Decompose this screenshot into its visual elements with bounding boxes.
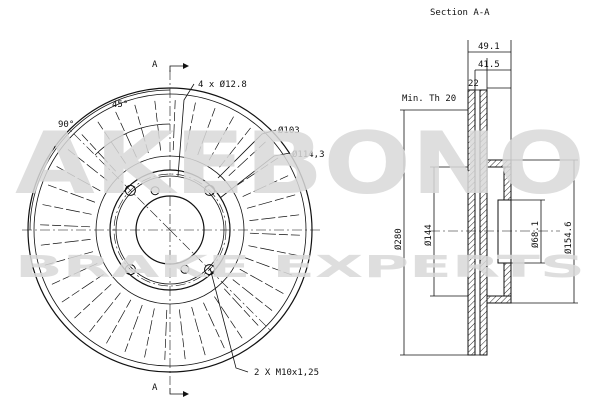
cooling-vane <box>248 245 298 256</box>
front-view: 4 x Ø12.8 90° 45° Ø103 Ø114,3 2 X M10x1,… <box>22 60 325 397</box>
cooling-vane <box>89 292 121 333</box>
outer-friction-face <box>479 89 488 356</box>
cooling-vane <box>219 127 251 168</box>
watermark-tagline: BRAKE EXPERTS <box>15 250 585 285</box>
cooling-vane <box>246 194 296 209</box>
cooling-vane <box>47 184 96 203</box>
cooling-vane <box>40 224 91 228</box>
section-mark-bottom <box>169 388 186 395</box>
cooling-vane <box>115 111 137 158</box>
dia-280-label: Ø280 <box>393 228 404 250</box>
section-mark-top <box>169 65 186 72</box>
brand-watermark: AKEBONO BRAKE EXPERTS <box>15 114 585 285</box>
cooling-vane <box>249 232 300 236</box>
dia-114-leader <box>219 152 291 199</box>
cooling-vane <box>178 309 186 360</box>
cooling-vane <box>67 149 108 181</box>
cooling-vane <box>51 263 98 285</box>
threaded-hole <box>150 186 160 196</box>
section-arrow-top <box>183 63 189 69</box>
thread-leader <box>209 267 249 373</box>
cooling-vane <box>228 141 266 176</box>
cooling-vane <box>172 100 176 151</box>
section-marker-bottom: A <box>152 383 158 393</box>
cooling-vane <box>42 204 92 215</box>
bolt-hole <box>124 264 136 276</box>
cooling-vane <box>124 304 143 353</box>
cooling-vane <box>74 284 112 319</box>
cooling-vane <box>164 309 168 360</box>
cooling-vane <box>242 175 289 197</box>
cooling-vane <box>134 104 149 154</box>
dia-68-label: Ø68.1 <box>530 221 541 248</box>
cooling-vane <box>249 214 300 222</box>
cooling-vane <box>40 238 91 246</box>
dia-103-label: Ø103 <box>278 125 300 136</box>
dia-103-leader <box>217 129 277 179</box>
cooling-vane <box>44 251 94 266</box>
cooling-vane <box>232 279 273 311</box>
cooling-vane <box>61 274 104 303</box>
cooling-vane <box>154 100 162 151</box>
bolt-holes <box>124 184 216 276</box>
cooling-vane <box>185 102 196 152</box>
cooling-vane <box>197 107 216 156</box>
inner-friction-face <box>467 89 476 356</box>
cooling-vane <box>97 121 126 164</box>
cooling-vanes <box>40 100 300 360</box>
dim-49-label: 49.1 <box>478 42 500 52</box>
threaded-hole <box>180 264 190 274</box>
cooling-vane <box>191 306 206 356</box>
cooling-vane <box>239 268 284 294</box>
section-view: Section A-A 49.1 41.5 22 Min. Th 20 <box>393 8 578 356</box>
section-title: Section A-A <box>430 8 490 18</box>
diagonal-centerline-225 <box>169 229 271 331</box>
dia-114-label: Ø114,3 <box>292 149 325 160</box>
section-marker-top: A <box>152 60 158 70</box>
hat-wall-bottom <box>486 295 512 304</box>
cooling-vane <box>224 288 259 326</box>
thread-label: 2 X M10x1,25 <box>254 368 319 378</box>
watermark-brand: AKEBONO <box>15 114 585 214</box>
dia-144-label: Ø144 <box>423 224 434 246</box>
bolt-holes-label: 4 x Ø12.8 <box>198 79 247 90</box>
min-thickness-label: Min. Th 20 <box>402 94 456 104</box>
bolt-hole-leader <box>177 83 195 177</box>
hat-wall-top <box>486 159 512 168</box>
dia-154-label: Ø154.6 <box>563 221 574 254</box>
cooling-vane <box>56 166 101 192</box>
cooling-vane <box>144 308 155 358</box>
cooling-vane <box>214 296 243 339</box>
cooling-vane <box>106 299 132 344</box>
angle-90-label: 90° <box>58 120 74 130</box>
bolt-hole <box>124 184 136 196</box>
cooling-vane <box>208 116 234 161</box>
dim-22-label: 22 <box>468 79 479 89</box>
angle-arc-45 <box>94 123 171 156</box>
cooling-vane <box>81 134 116 172</box>
bolt-hole <box>204 184 216 196</box>
cooling-vane <box>203 302 225 349</box>
center-bore-section <box>497 199 512 264</box>
dim-41-label: 41.5 <box>478 60 500 70</box>
cooling-vane <box>244 257 293 276</box>
bolt-hole <box>204 264 216 276</box>
diagonal-centerline-45 <box>69 129 171 231</box>
cooling-vane <box>236 157 279 186</box>
section-arrow-bottom <box>183 391 189 397</box>
angle-arc-90 <box>29 89 171 231</box>
angle-45-label: 45° <box>112 100 128 110</box>
